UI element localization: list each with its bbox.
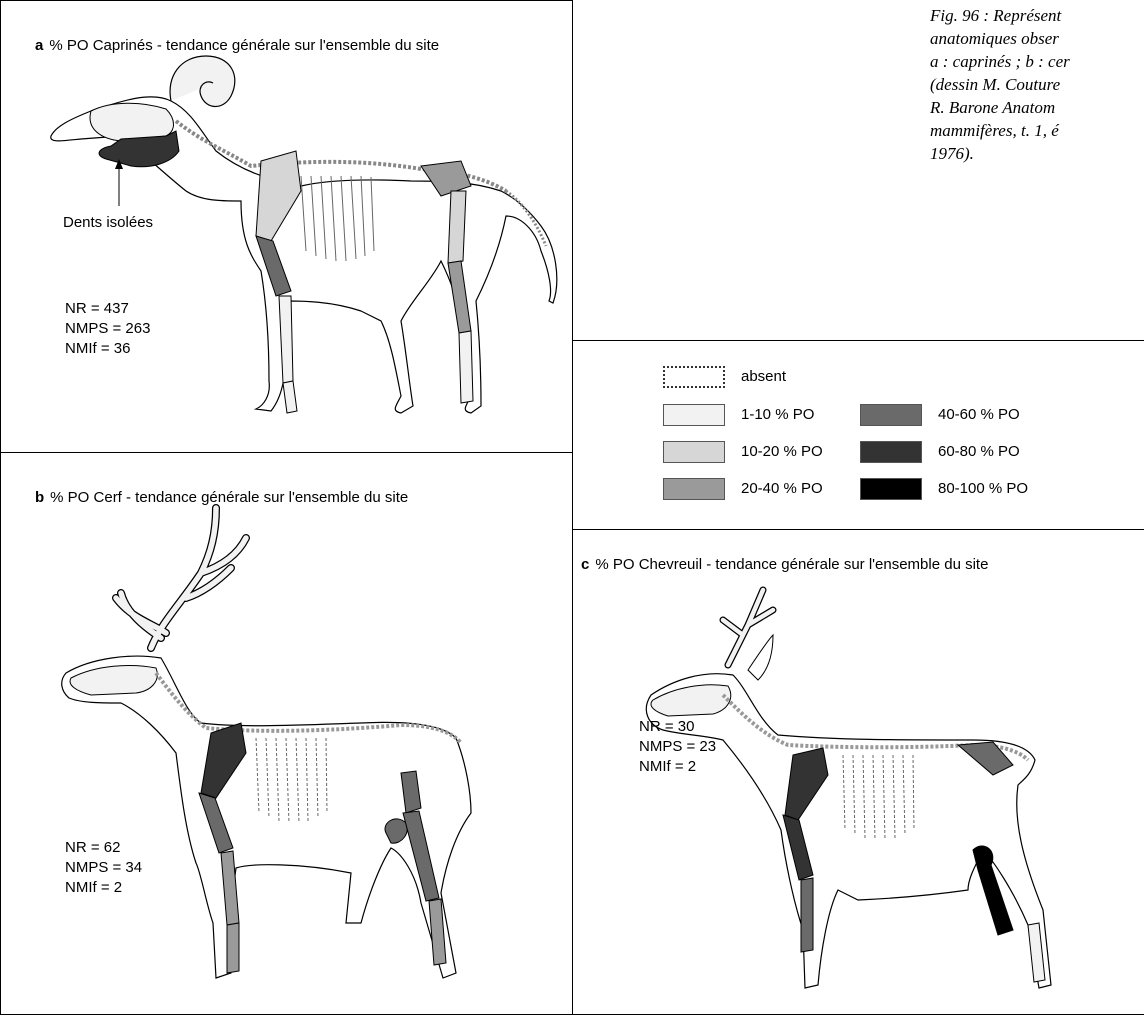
legend-swatch-40-60 (860, 404, 922, 426)
panel-b-stats: NR = 62 NMPS = 34 NMIf = 2 (65, 838, 142, 898)
legend-label-20-40: 20-40 % PO (741, 480, 823, 497)
panel-c-nr: NR = 30 (639, 717, 716, 737)
caption-line-3: a : caprinés ; b : cer (930, 50, 1144, 73)
panel-b-nmps: NMPS = 34 (65, 858, 142, 878)
panel-c-chevreuil: c% PO Chevreuil - tendance générale sur … (572, 529, 1144, 1015)
panel-b-nr: NR = 62 (65, 838, 142, 858)
panel-c-nmif: NMIf = 2 (639, 757, 716, 777)
legend-swatch-20-40 (663, 478, 725, 500)
legend-label-60-80: 60-80 % PO (938, 443, 1020, 460)
legend-label-80-100: 80-100 % PO (938, 480, 1028, 497)
isolated-teeth-label: Dents isolées (63, 214, 153, 231)
panel-a-stats: NR = 437 NMPS = 263 NMIf = 36 (65, 299, 150, 359)
deer-skeleton-illustration (1, 453, 574, 1016)
panel-b-cerf: b% PO Cerf - tendance générale sur l'ens… (0, 452, 573, 1015)
legend-swatch-60-80 (860, 441, 922, 463)
caption-line-4: (dessin M. Couture (930, 73, 1144, 96)
caption-line-1: Fig. 96 : Représent (930, 4, 1144, 27)
panel-a-nmps: NMPS = 263 (65, 319, 150, 339)
legend-swatch-80-100 (860, 478, 922, 500)
legend-swatch-absent (663, 366, 725, 388)
panel-b-nmif: NMIf = 2 (65, 878, 142, 898)
legend-label-1-10: 1-10 % PO (741, 406, 814, 423)
legend-label-absent: absent (741, 368, 786, 385)
caption-line-2: anatomiques obser (930, 27, 1144, 50)
caption-line-7: 1976). (930, 142, 1144, 165)
panel-c-stats: NR = 30 NMPS = 23 NMIf = 2 (639, 717, 716, 777)
legend-label-10-20: 10-20 % PO (741, 443, 823, 460)
legend-panel: absent 1-10 % PO 10-20 % PO 20-40 % PO 4… (572, 340, 1144, 530)
caption-line-6: mammifères, t. 1, é (930, 119, 1144, 142)
legend-label-40-60: 40-60 % PO (938, 406, 1020, 423)
legend-swatch-1-10 (663, 404, 725, 426)
legend-swatch-10-20 (663, 441, 725, 463)
panel-a-nmif: NMIf = 36 (65, 339, 150, 359)
figure-caption: Fig. 96 : Représent anatomiques obser a … (930, 4, 1144, 165)
panel-a-caprines: a% PO Caprinés - tendance générale sur l… (0, 0, 573, 453)
panel-a-nr: NR = 437 (65, 299, 150, 319)
panel-c-nmps: NMPS = 23 (639, 737, 716, 757)
caption-line-5: R. Barone Anatom (930, 96, 1144, 119)
